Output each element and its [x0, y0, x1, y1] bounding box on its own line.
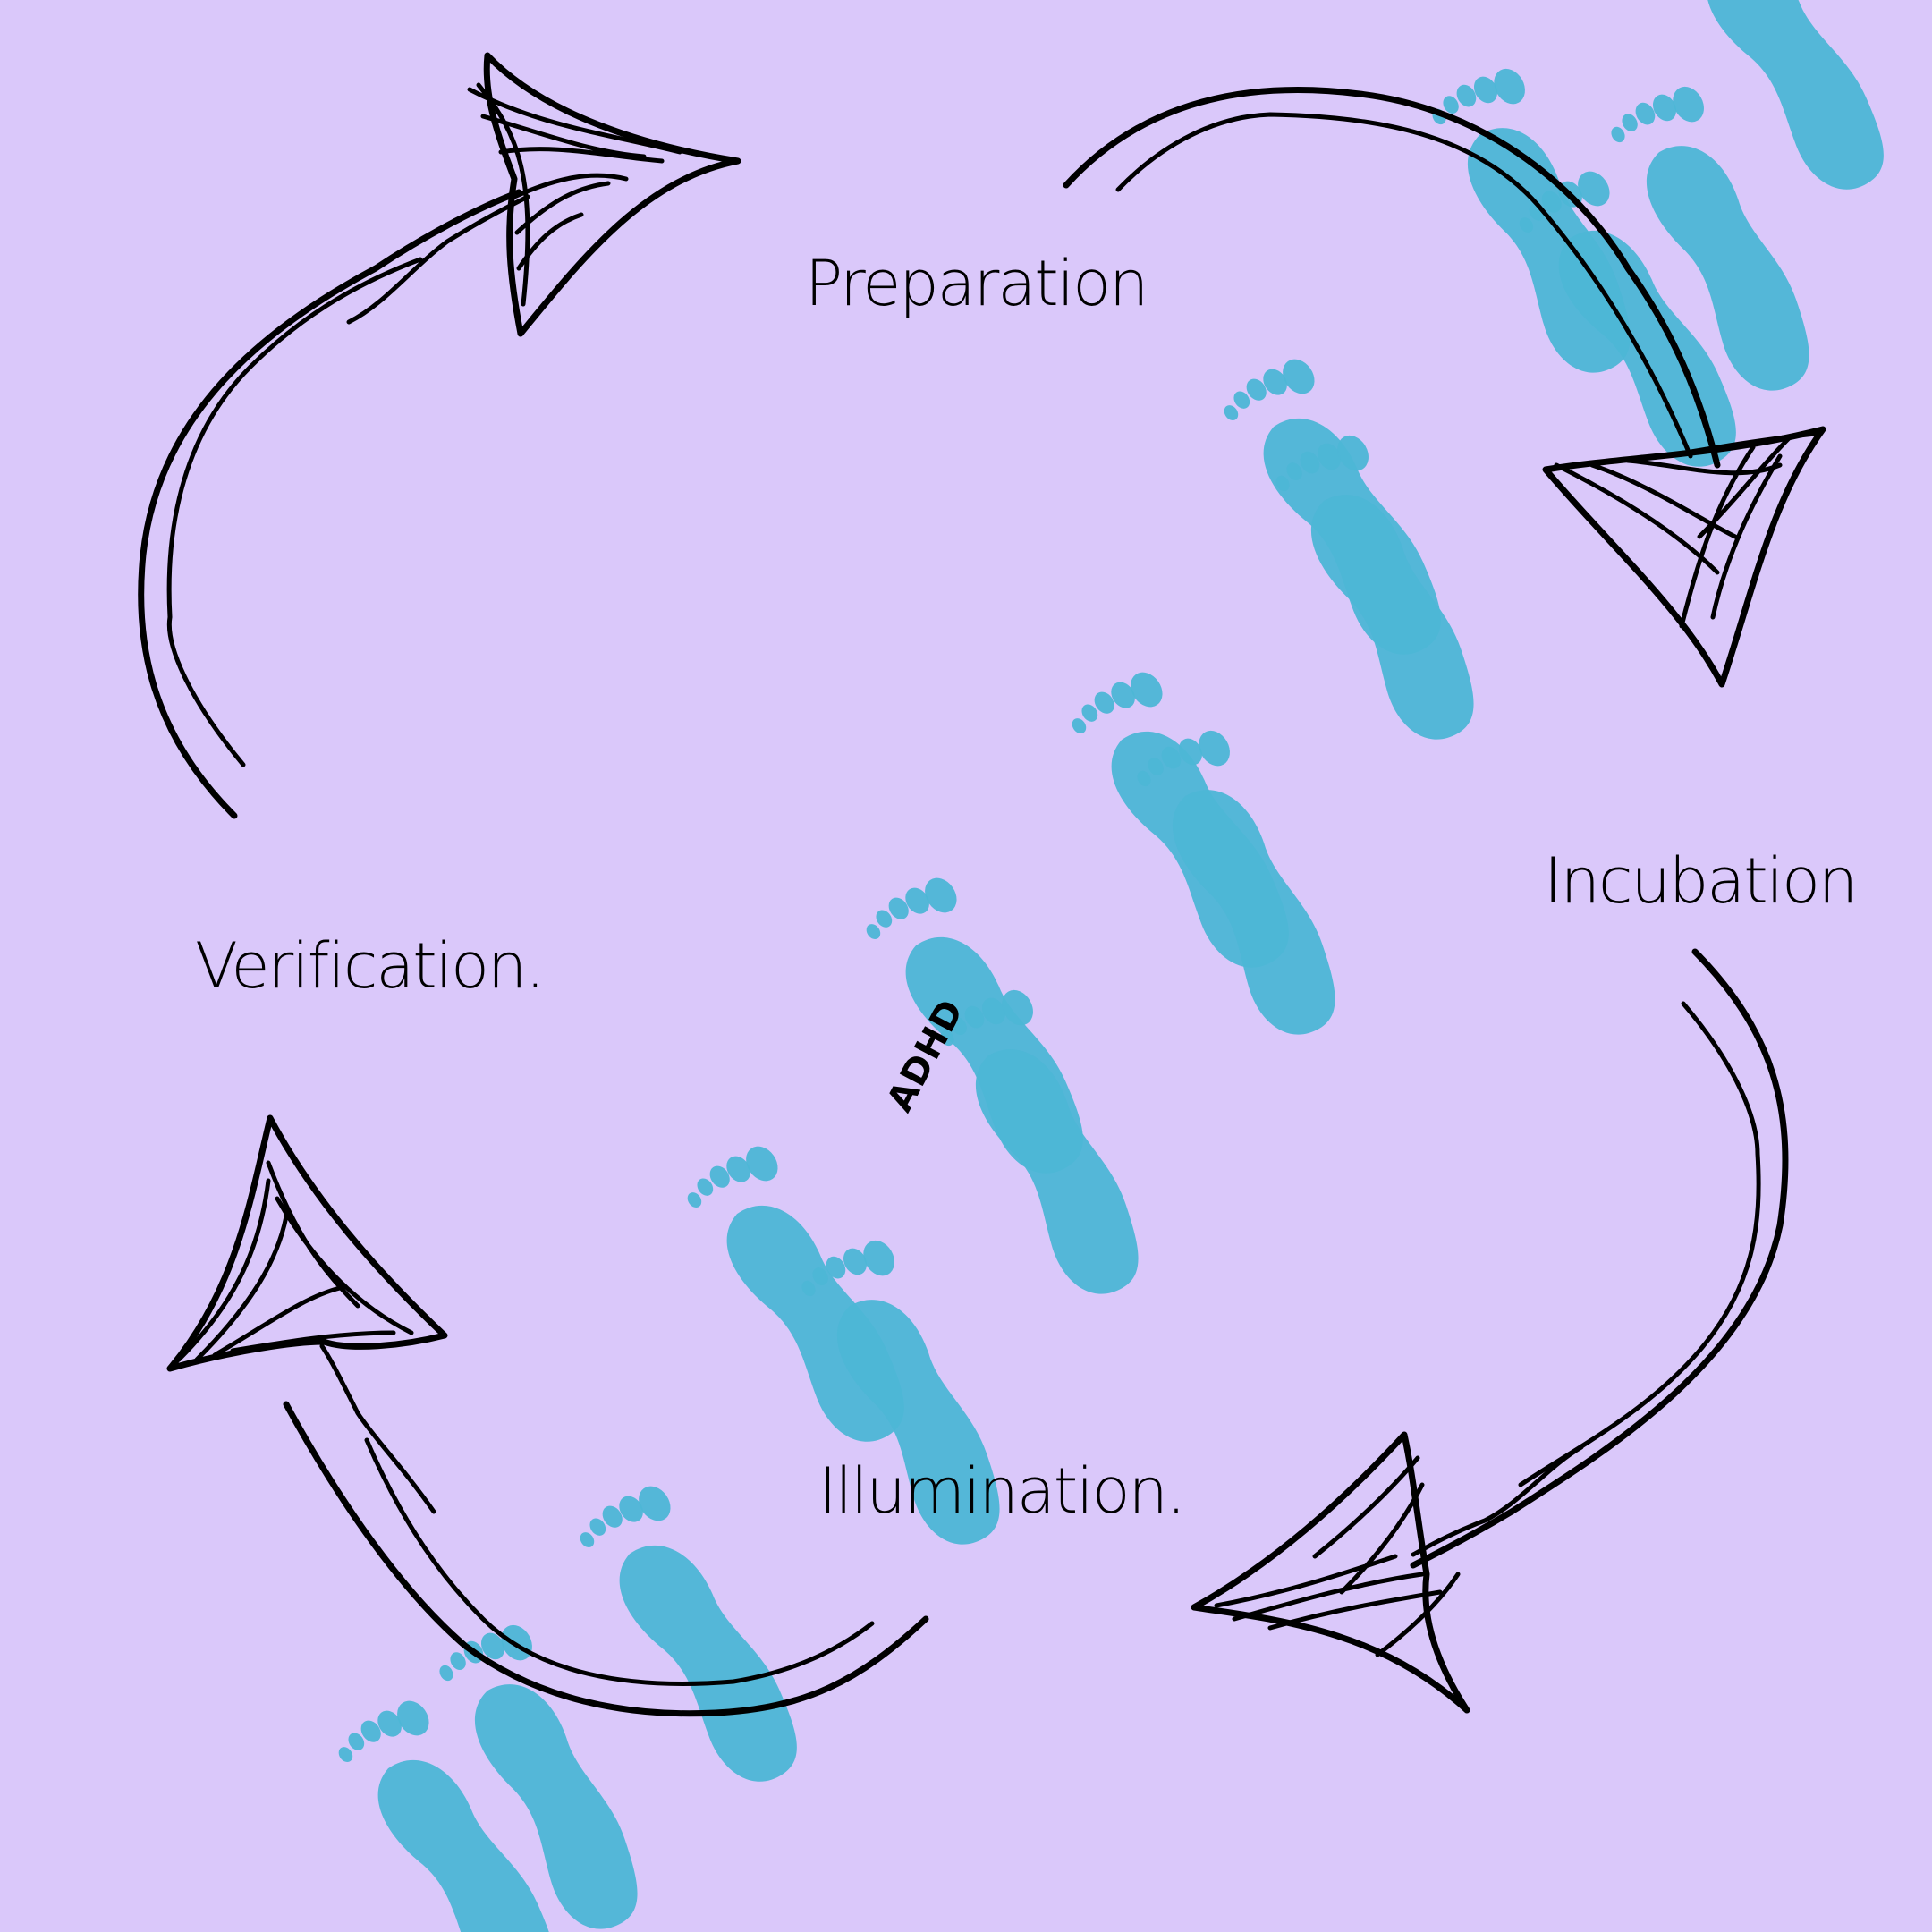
footprint-toe	[1224, 405, 1239, 421]
footprint	[338, 1700, 555, 1932]
arrow-to-illumination	[1191, 948, 1789, 1714]
footprint	[1137, 730, 1335, 1035]
footprint-toe	[1283, 359, 1315, 394]
footprint-toe	[1263, 369, 1287, 395]
footprint-toe	[1286, 462, 1302, 480]
arrow-to-preparation	[138, 52, 741, 819]
footprint	[1706, 0, 1884, 190]
footprint-toe	[338, 1747, 353, 1763]
footprint-toe	[826, 1256, 846, 1279]
footprint-toe	[1300, 451, 1320, 474]
footprint-toe	[1578, 171, 1610, 207]
footprint-toe	[1161, 746, 1182, 769]
footprint-toe	[639, 1486, 671, 1521]
footprint-toe	[687, 1192, 702, 1208]
footprint-toe	[1131, 672, 1163, 708]
footprint-toe	[812, 1267, 828, 1285]
footprint-toe	[1233, 391, 1250, 409]
footprint-toe	[1673, 86, 1704, 123]
footprint-toe	[709, 1165, 730, 1188]
footprint-toe	[1081, 704, 1098, 722]
footprint-sole	[1310, 495, 1474, 740]
footprint-sole	[836, 1300, 1000, 1545]
footprint-toe	[480, 1632, 504, 1660]
footprint-toe	[1199, 730, 1230, 767]
footprint-toe	[1148, 758, 1164, 775]
footprint-toe	[1094, 691, 1114, 714]
footprint	[439, 1624, 638, 1929]
footprint-sole	[1706, 0, 1884, 190]
footprint-sole	[1646, 146, 1809, 391]
footprint-toe	[1111, 682, 1135, 708]
footprint-toe	[863, 1240, 894, 1276]
footprint-toe	[925, 877, 957, 913]
footprint-toe	[589, 1518, 606, 1536]
footprint-toe	[1178, 738, 1202, 766]
footprint-toe	[1473, 76, 1497, 104]
footprint-sole	[975, 1049, 1139, 1294]
footprint-toe	[888, 897, 909, 919]
footprint-sole	[1172, 790, 1335, 1035]
footprint-sole	[377, 1759, 555, 1932]
stage-label-incubation: Incubation	[1544, 844, 1858, 918]
footprint-toe	[940, 1030, 954, 1046]
footprint	[580, 1486, 797, 1782]
footprint-toe	[1137, 770, 1151, 787]
footprint-toe	[348, 1733, 365, 1750]
footprint-toe	[1635, 102, 1656, 125]
footprint-toe	[1622, 114, 1638, 131]
footprint-toe	[1456, 84, 1477, 107]
footprint-toe	[1337, 435, 1368, 471]
stage-label-preparation: Preparation	[805, 247, 1148, 320]
footprint-toe	[697, 1178, 714, 1196]
footprint-sole	[619, 1545, 797, 1782]
arrow-to-incubation	[1063, 87, 1826, 688]
footprint-toe	[439, 1665, 453, 1682]
footprint-toe	[1275, 475, 1290, 492]
footprint-toe	[801, 1280, 816, 1297]
footprint-toe	[580, 1532, 595, 1548]
footprint-toe	[1611, 126, 1625, 143]
footprint-toe	[602, 1505, 623, 1528]
footprint-toe	[1246, 378, 1267, 401]
footprint-toe	[450, 1652, 466, 1670]
footprint-toe	[981, 997, 1005, 1025]
footprint	[940, 989, 1139, 1294]
footprint-toe	[726, 1156, 750, 1182]
arrow-to-verification	[166, 1114, 929, 1717]
stage-label-illumination: Illumination.	[818, 1454, 1186, 1528]
footprint-sole	[1467, 128, 1631, 373]
footprint-toe	[1317, 443, 1341, 470]
stage-label-verification: Verification.	[195, 929, 546, 1003]
footprint	[1611, 86, 1809, 391]
footprint-toe	[876, 910, 893, 928]
footprint-toe	[1443, 96, 1459, 114]
footprint-toe	[1652, 94, 1676, 122]
footprint-toe	[360, 1720, 381, 1742]
footprint-toe	[619, 1496, 643, 1522]
footprint-toe	[1002, 989, 1033, 1026]
footprint-toe	[1494, 68, 1525, 105]
footprint-toe	[951, 1017, 967, 1035]
footprint	[1432, 68, 1631, 373]
footprint-toe	[905, 887, 929, 914]
footprint-sole	[474, 1684, 638, 1929]
footprint-toe	[377, 1710, 402, 1737]
footprint-trail	[338, 0, 1884, 1932]
footprint-toe	[746, 1146, 778, 1182]
footprint-toe	[1072, 718, 1087, 734]
footprint	[1275, 435, 1474, 740]
footprint-toe	[397, 1700, 429, 1736]
footprint-toe	[843, 1248, 867, 1275]
footprint-toe	[964, 1005, 985, 1029]
footprint-toe	[866, 924, 881, 940]
footprint	[801, 1240, 1000, 1545]
